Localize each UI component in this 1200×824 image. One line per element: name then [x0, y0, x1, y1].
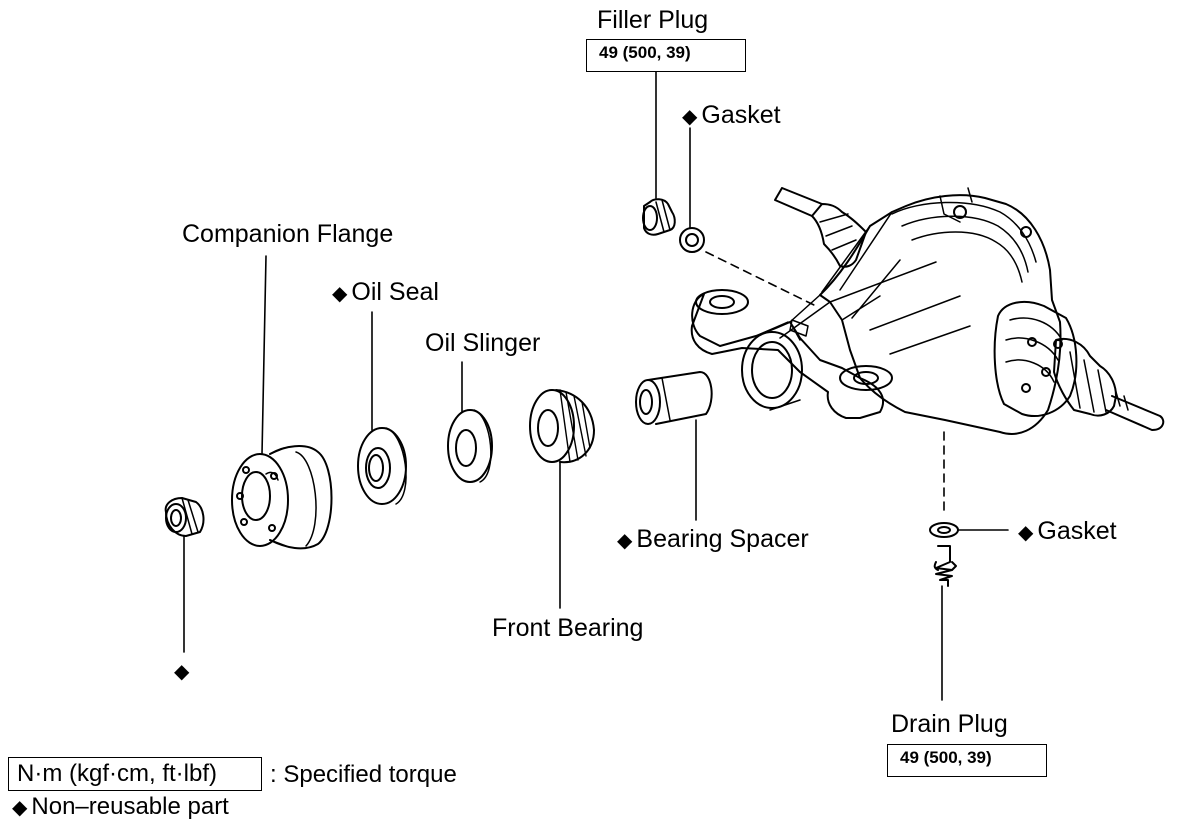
filler-plug-torque-box: 49 (500, 39) [586, 39, 746, 72]
filler-plug-label: Filler Plug [597, 6, 709, 34]
legend-torque-unit-box: N·m (kgf·cm, ft·lbf) [8, 757, 262, 791]
drain-plug-torque-box: 49 (500, 39) [887, 744, 1047, 777]
nonreusable-icon: ◆ [1018, 522, 1034, 544]
front-bearing-label: Front Bearing [492, 614, 644, 642]
drain-plug-part [933, 545, 957, 587]
pinion-nut-part [164, 497, 205, 537]
filler-gasket-part [679, 227, 705, 253]
housing-nose [779, 211, 901, 339]
legend-nonreusable: ◆Non–reusable part [12, 793, 229, 820]
oil-slinger-label: Oil Slinger [425, 329, 541, 357]
nonreusable-icon: ◆ [617, 530, 633, 552]
drain-plug-label: Drain Plug [891, 710, 1008, 738]
housing-mount-arm [690, 293, 885, 419]
bearing-spacer-part [635, 371, 713, 425]
left-axle-boot [811, 203, 867, 268]
right-mount-boss [839, 365, 893, 391]
pinion-bore [741, 331, 803, 409]
housing-side-cover [993, 300, 1078, 417]
nonreusable-icon: ◆ [332, 283, 348, 305]
nonreusable-icon: ◆ [12, 797, 28, 819]
companion-flange-part [231, 445, 333, 550]
left-mount-boss [695, 289, 749, 315]
drain-gasket-part [929, 522, 959, 538]
oil-seal-label: ◆Oil Seal [332, 278, 439, 306]
gasket-bottom-label: ◆Gasket [1018, 517, 1117, 545]
gasket-top-label: ◆Gasket [682, 101, 781, 129]
leader-companion-flange [261, 255, 267, 455]
right-axle-boot [1053, 338, 1117, 417]
front-bearing-part [529, 389, 595, 464]
left-axle-shaft [774, 187, 823, 217]
oil-seal-part [357, 427, 407, 505]
oil-slinger-part [447, 409, 493, 483]
filler-gasket-dashed-line [705, 251, 817, 307]
companion-flange-label: Companion Flange [182, 220, 394, 248]
nonreusable-icon: ◆ [174, 661, 190, 683]
right-axle-shaft [1105, 395, 1165, 431]
nonreusable-icon: ◆ [682, 106, 698, 128]
bearing-spacer-label: ◆Bearing Spacer [617, 525, 809, 553]
filler-plug-part [642, 198, 676, 236]
housing-body [819, 194, 1062, 435]
differential-housing [690, 187, 1165, 435]
pinion-nut-nonreusable-mark: ◆ [174, 658, 193, 683]
legend-torque-text: : Specified torque [270, 761, 457, 788]
